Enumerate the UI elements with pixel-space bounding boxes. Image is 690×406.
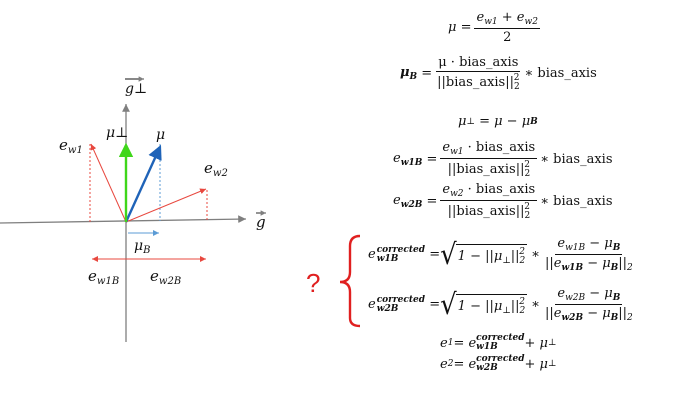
eq-mu-lhs: μ = xyxy=(448,20,472,35)
eq-ew2B-corrected: e corrected w2B = √ 1 − ||μ⊥||22 ∗ ew2B … xyxy=(368,286,633,323)
eq-corr1-sqrt: √ 1 − ||μ⊥||22 xyxy=(440,238,528,271)
eq-ew1B-frac: ew1 · bias_axis ||bias_axis||22 xyxy=(440,140,538,179)
question-mark: ? xyxy=(306,268,320,298)
eq-muB-tail: ∗ bias_axis xyxy=(524,66,597,81)
eq-ew2B-frac: ew2 · bias_axis ||bias_axis||22 xyxy=(440,182,538,221)
eq-corr2-sqrt: √ 1 − ||μ⊥||22 xyxy=(440,288,528,321)
g-label: g xyxy=(256,213,266,231)
eq-mu-frac: ew1 + ew2 2 xyxy=(474,10,540,45)
ew2-label: ew2 xyxy=(204,159,228,179)
eq-corr2-frac: ew2B − μB ||ew2B − μB||2 xyxy=(544,286,633,323)
mu-perp-label: μ⊥ xyxy=(106,125,128,141)
mu-vector xyxy=(124,144,162,223)
ew2B-label: ew2B xyxy=(150,267,181,287)
mu-label: μ xyxy=(156,127,165,143)
ew1-vector xyxy=(90,143,127,223)
eq-ew2B-lhs: ew2B xyxy=(393,193,423,210)
eq-ew2B: ew2B = ew2 · bias_axis ||bias_axis||22 ∗… xyxy=(393,182,613,221)
g-perp-label: g⊥ xyxy=(125,81,147,97)
eq-ew1B: ew1B = ew1 · bias_axis ||bias_axis||22 ∗… xyxy=(393,140,613,179)
eq-corr1-frac: ew1B − μB ||ew1B − μB||2 xyxy=(544,236,633,273)
eq-corr2-lhs: e corrected w2B xyxy=(368,294,426,314)
eq-muB-frac: μ · bias_axis ||bias_axis||22 xyxy=(436,55,521,92)
ew2-vector xyxy=(125,188,207,223)
ew1B-label: ew1B xyxy=(88,267,119,287)
eq-ew2B-tail: ∗ bias_axis xyxy=(540,194,613,209)
eq-mu: μ = ew1 + ew2 2 xyxy=(448,10,543,45)
muB-label: μB xyxy=(134,238,150,256)
curly-brace xyxy=(339,234,361,328)
ew1-label: ew1 xyxy=(59,136,83,156)
eq-muB-lhs: μB xyxy=(400,65,418,82)
eq-ew1B-corrected: e corrected w1B = √ 1 − ||μ⊥||22 ∗ ew1B … xyxy=(368,236,633,273)
eq-muB: μB = μ · bias_axis ||bias_axis||22 ∗ bia… xyxy=(400,55,597,92)
eq-ew1B-tail: ∗ bias_axis xyxy=(540,152,613,167)
horizontal-axis xyxy=(0,215,247,224)
eq-corr1-lhs: e corrected w1B xyxy=(368,244,426,264)
eq-ew1B-lhs: ew1B xyxy=(393,151,423,168)
